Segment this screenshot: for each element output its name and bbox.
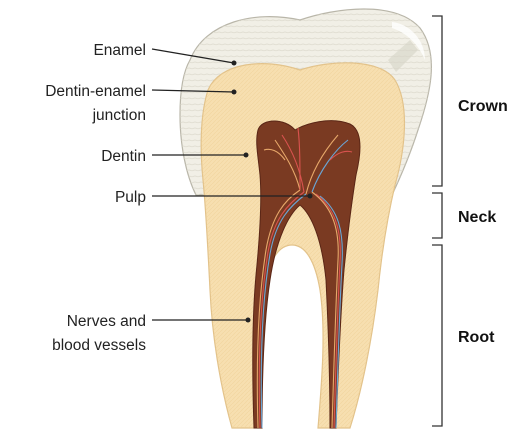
- dej-label-line2: junction: [92, 107, 146, 124]
- region-brackets: [432, 16, 442, 426]
- neck-label: Neck: [458, 209, 496, 226]
- root-label: Root: [458, 329, 495, 346]
- pulp-pointer-dot: [308, 194, 313, 199]
- enamel-pointer-dot: [232, 61, 237, 66]
- root-bracket: [432, 245, 442, 426]
- dej-pointer-dot: [232, 90, 237, 95]
- dentin-label: Dentin: [101, 148, 146, 165]
- nerves-pointer-dot: [246, 318, 251, 323]
- crown-label: Crown: [458, 98, 508, 115]
- enamel-label: Enamel: [93, 42, 146, 59]
- dentin-pointer-dot: [244, 153, 249, 158]
- neck-bracket: [432, 193, 442, 238]
- nerves-label-line1: Nerves and: [67, 313, 146, 330]
- pulp-label: Pulp: [115, 189, 146, 206]
- dej-label-line1: Dentin-enamel: [45, 83, 146, 100]
- nerves-label-line2: blood vessels: [52, 337, 146, 354]
- crown-bracket: [432, 16, 442, 186]
